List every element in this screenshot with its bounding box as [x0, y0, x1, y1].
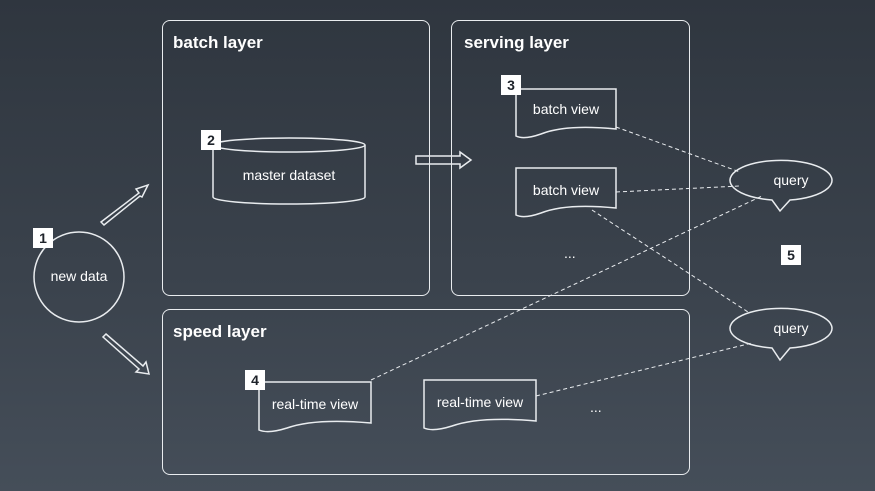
batch-view-doc-2 — [515, 167, 617, 218]
master-dataset-label: master dataset — [242, 167, 336, 183]
arrow-to-batch — [99, 183, 150, 227]
new-data-label: new data — [50, 268, 108, 284]
speed-ellipsis: ... — [590, 399, 602, 415]
speed-layer-panel: speed layer — [162, 309, 690, 475]
query-bubble-2 — [729, 307, 833, 362]
serving-ellipsis: ... — [564, 245, 576, 261]
badge-2: 2 — [201, 130, 221, 150]
badge-1: 1 — [33, 228, 53, 248]
batch-view-doc-1 — [515, 88, 617, 139]
speed-layer-title: speed layer — [173, 322, 267, 341]
real-time-view-label-2: real-time view — [436, 394, 524, 410]
query-bubble-1 — [729, 159, 833, 213]
batch-view-label-2: batch view — [532, 182, 600, 198]
serving-layer-panel: serving layer — [451, 20, 690, 296]
batch-layer-title: batch layer — [173, 33, 263, 52]
real-time-view-doc-1 — [258, 381, 372, 433]
serving-layer-title: serving layer — [464, 33, 569, 52]
badge-3: 3 — [501, 75, 521, 95]
arrow-batch-to-serving — [415, 150, 473, 170]
query-label-1: query — [773, 172, 809, 188]
batch-layer-panel: batch layer — [162, 20, 430, 296]
real-time-view-label-1: real-time view — [271, 396, 359, 412]
new-data-circle — [33, 231, 125, 323]
real-time-view-doc-2 — [423, 379, 537, 431]
badge-4: 4 — [245, 370, 265, 390]
badge-5: 5 — [781, 245, 801, 265]
arrow-to-speed — [101, 332, 151, 375]
query-label-2: query — [773, 320, 809, 336]
batch-view-label-1: batch view — [532, 101, 600, 117]
dashed-connectors — [370, 126, 763, 397]
